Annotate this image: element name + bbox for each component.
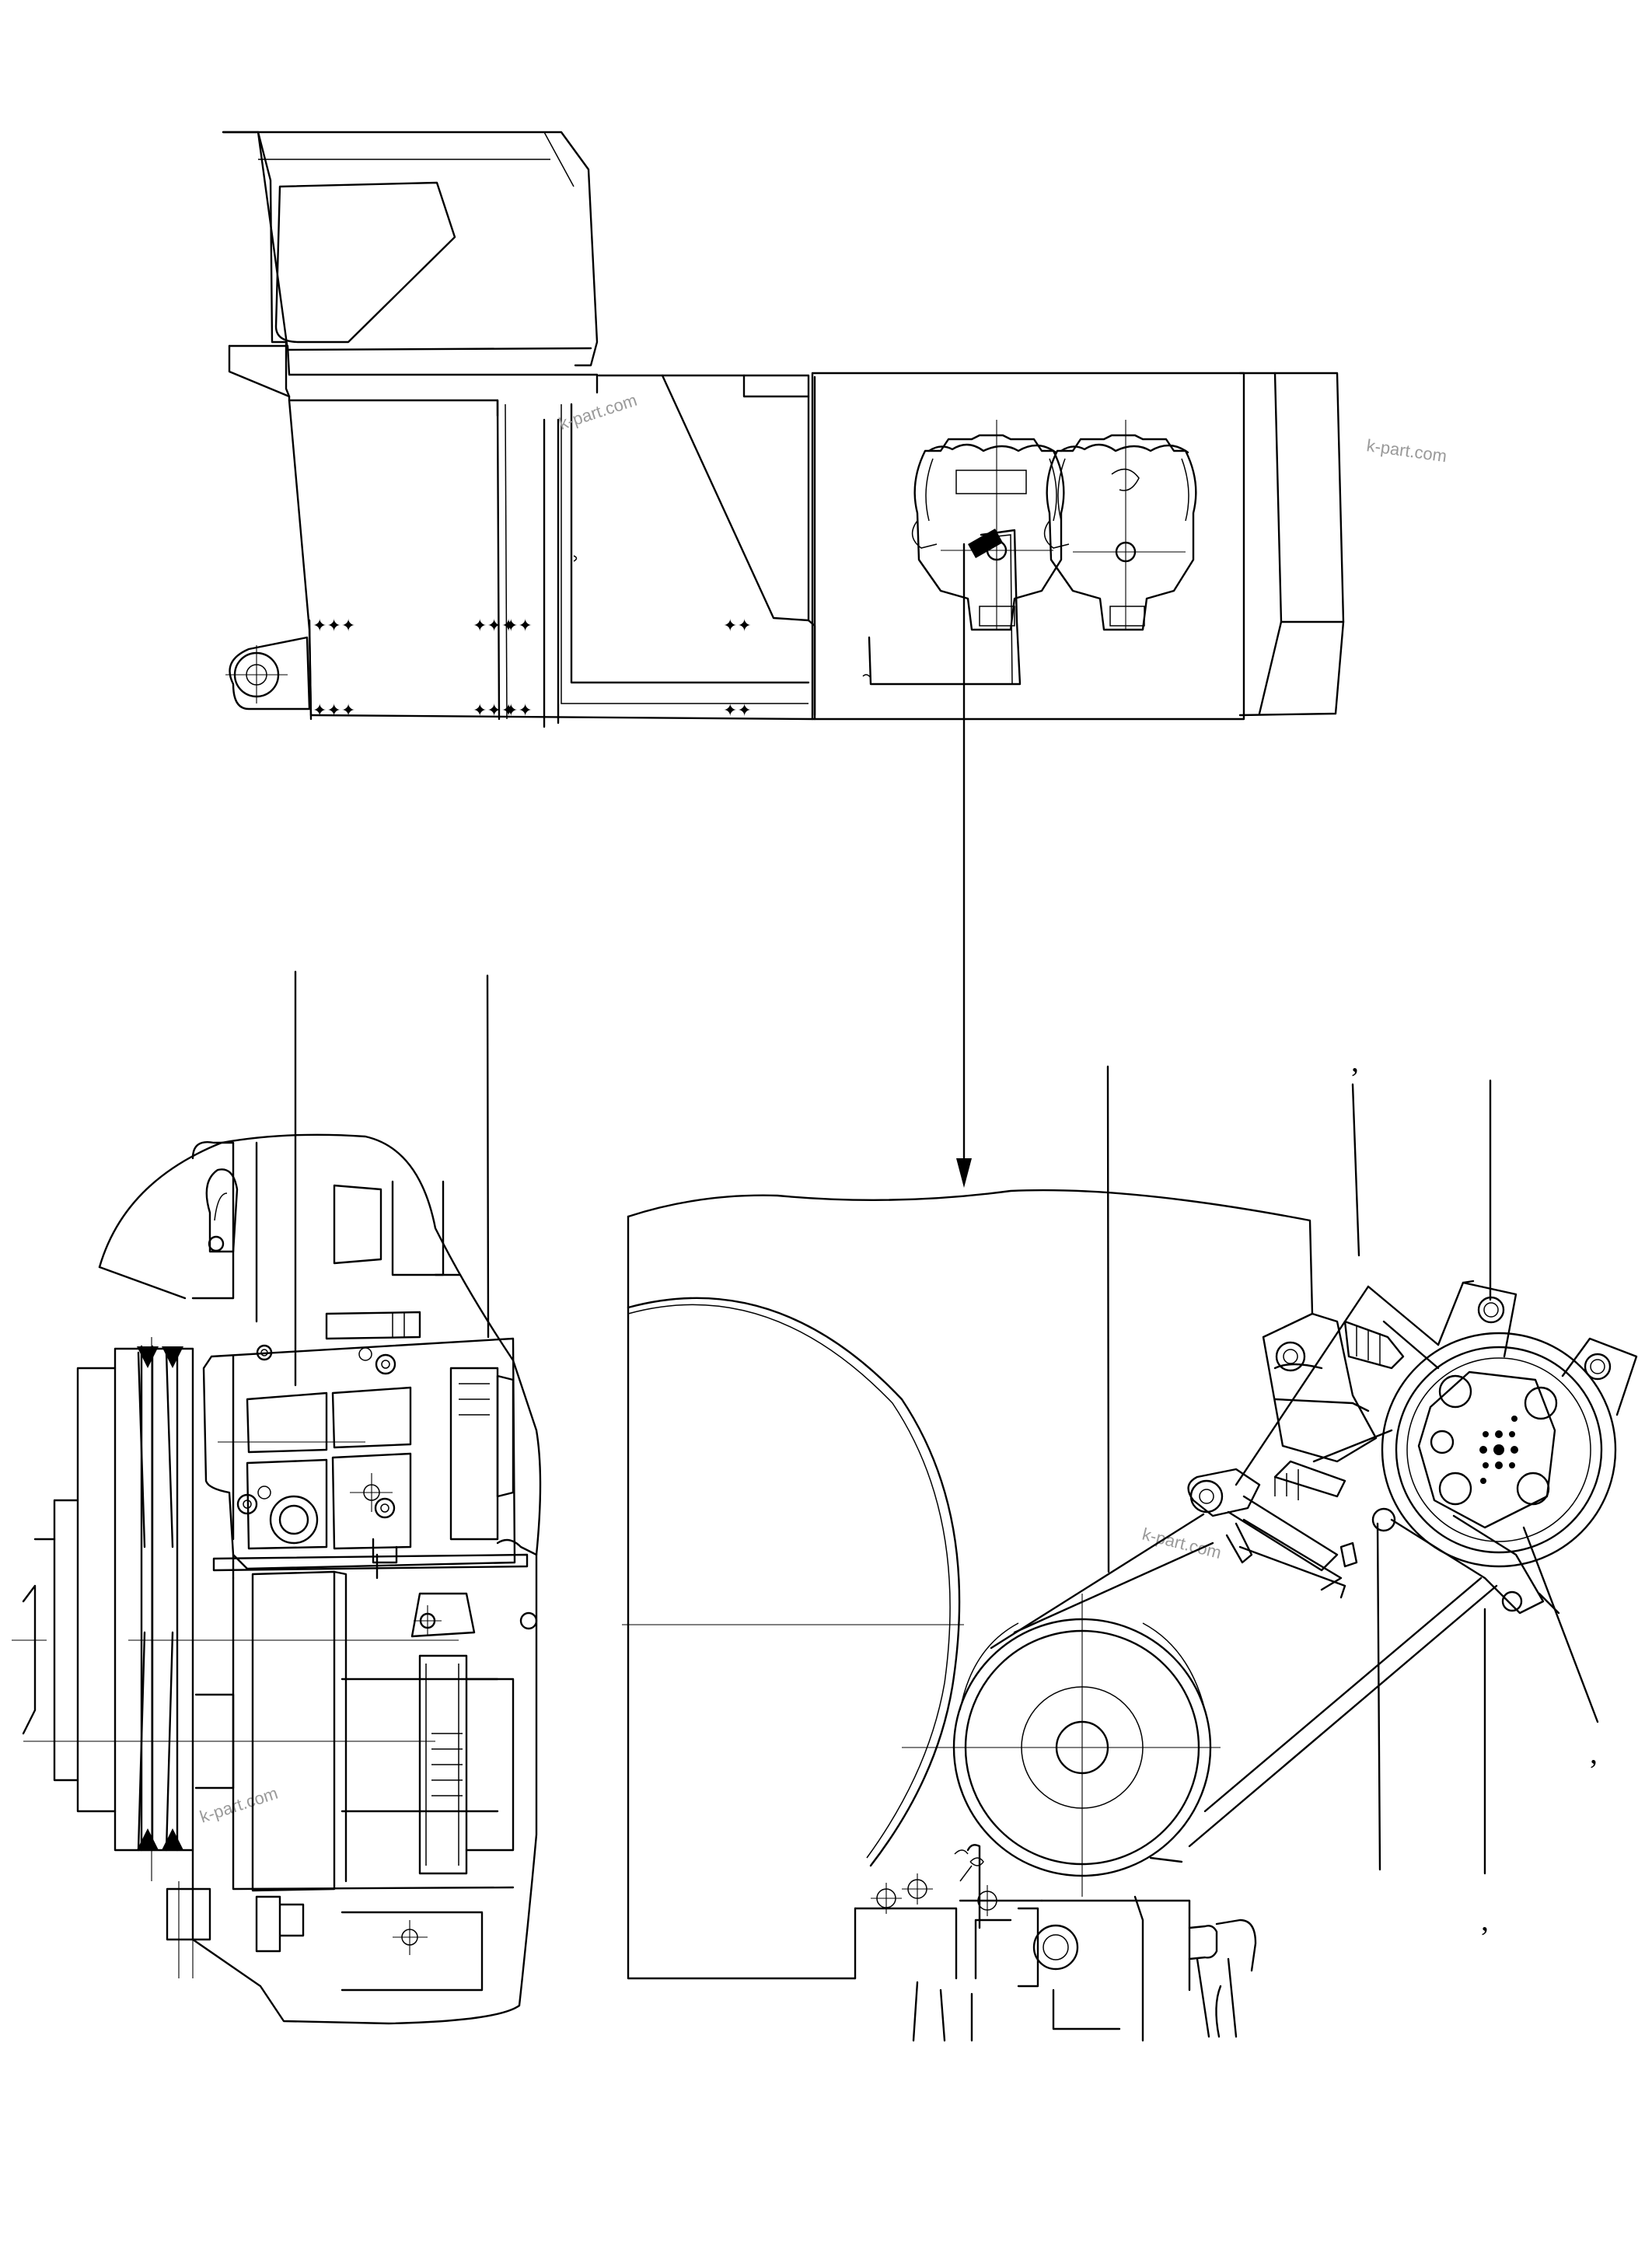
watermark-bottom-left: k-part.com bbox=[197, 1783, 281, 1827]
svg-text:✦✦: ✦✦ bbox=[723, 616, 752, 635]
callout-mark-2: , bbox=[1590, 1735, 1598, 1770]
svg-text:✦✦: ✦✦ bbox=[504, 700, 533, 720]
watermark-top-left: k-part.com bbox=[557, 390, 640, 434]
callout-mark-3: , bbox=[1481, 1902, 1489, 1937]
front-detail-view bbox=[12, 970, 542, 2025]
svg-text:✦✦✦: ✦✦✦ bbox=[473, 700, 515, 720]
svg-text:✦✦✦: ✦✦✦ bbox=[313, 616, 355, 635]
callout-mark-1: , bbox=[1351, 1043, 1359, 1078]
svg-text:✦✦✦: ✦✦✦ bbox=[313, 700, 355, 720]
machine-side-view: ✦✦✦ ✦✦✦ ✦✦✦ ✦✦✦ ✦✦ ✦✦ ✦✦ ✦✦ bbox=[222, 131, 1345, 1188]
svg-text:✦✦: ✦✦ bbox=[504, 616, 533, 635]
watermark-top-right: k-part.com bbox=[1365, 435, 1448, 466]
belt-drive-detail: , , , bbox=[622, 1043, 1638, 2042]
svg-text:✦✦✦: ✦✦✦ bbox=[473, 616, 515, 635]
